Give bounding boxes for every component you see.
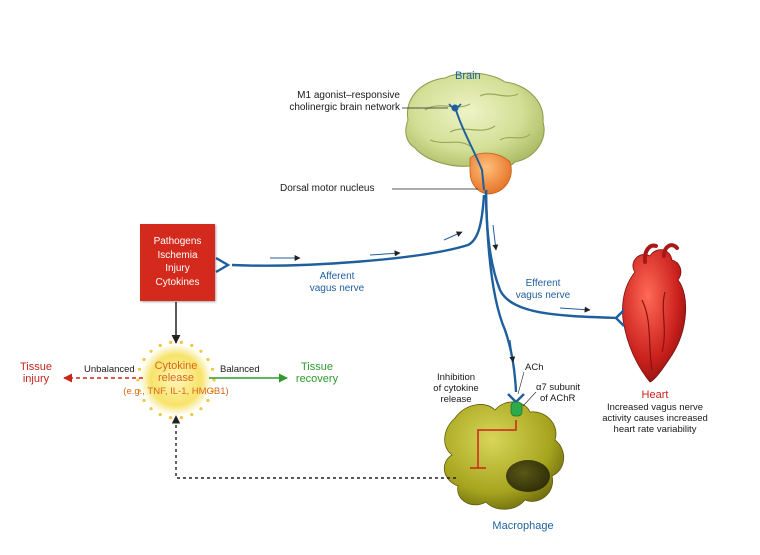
unbalanced-label: Unbalanced [84, 364, 135, 375]
stimulus-cytokines: Cytokines [155, 276, 200, 288]
tissue-recovery-line1: Tissue [301, 361, 333, 373]
cytokine-dot [149, 349, 153, 353]
brain-label: Brain [455, 70, 481, 82]
cytokine-dot [199, 349, 203, 353]
dmn-label: Dorsal motor nucleus [280, 183, 375, 194]
stimulus-injury: Injury [165, 263, 190, 274]
cytokine-label-line2: release [157, 372, 195, 384]
cytokine-dot [137, 367, 142, 371]
ach-label: ACh [525, 362, 544, 373]
a7-leader-line [522, 391, 537, 407]
inhibition-label-line2: of cytokine [433, 383, 479, 394]
balanced-label: Balanced [220, 364, 260, 375]
cytokine-dot [169, 416, 173, 420]
tissue-recovery-line2: recovery [295, 373, 339, 385]
m1-label-line2: cholinergic brain network [289, 102, 400, 113]
cytokine-dot [179, 416, 183, 420]
stimulus-pathogens: Pathogens [153, 236, 202, 247]
stimulus-ischemia: Ischemia [157, 249, 198, 261]
inhibition-feedback-arrow [171, 415, 456, 479]
inhibition-label-line1: Inhibition [436, 372, 476, 383]
a7-label-line1: α7 subunit [536, 382, 581, 393]
heart-caption-line3: heart rate variability [613, 424, 697, 435]
cytokine-examples: (e.g., TNF, IL-1, HMGB1) [123, 386, 229, 397]
afferent-label-line2: vagus nerve [309, 283, 365, 294]
cytokine-dot [210, 389, 215, 393]
cytokine-dot [190, 343, 194, 347]
cytokine-dot [142, 398, 146, 403]
cytokine-label-line1: Cytokine [154, 360, 198, 372]
cytokine-dot [206, 357, 210, 362]
ach-leader-line [517, 371, 525, 395]
inhibition-label-line3: release [440, 394, 472, 405]
macrophage-label: Macrophage [492, 520, 554, 532]
cytokine-dot [190, 413, 194, 417]
a7-receptor [510, 401, 523, 417]
inhibition-bar [470, 420, 517, 469]
brain-neuron-path [448, 103, 485, 191]
m1-label-line1: M1 agonist–responsive [297, 90, 400, 101]
cytokine-dot [199, 407, 203, 411]
brain-illustration [405, 72, 545, 195]
cytokine-dot [136, 378, 140, 382]
a7-label-line2: of AChR [540, 393, 576, 404]
cytokine-glow [136, 340, 216, 420]
cytokine-dot [137, 389, 142, 393]
cytokine-dot [149, 407, 153, 411]
heart-caption-line2: activity causes increased [602, 413, 708, 424]
afferent-label-line1: Afferent [319, 271, 355, 282]
heart-label: Heart [641, 389, 669, 401]
stimulus-box: Pathogens Ischemia Injury Cytokines [140, 224, 215, 301]
cytokine-dot [169, 340, 173, 344]
cytokine-dot [158, 413, 162, 417]
cytokine-dot [158, 343, 162, 347]
cytokine-dot [210, 367, 215, 371]
tissue-injury-line2: injury [22, 373, 50, 385]
efferent-label-line1: Efferent [525, 278, 561, 289]
cytokine-dot [212, 378, 216, 382]
heart-caption-line1: Increased vagus nerve [606, 402, 704, 413]
efferent-vagus-nerve [484, 189, 625, 404]
macrophage-illustration [444, 401, 565, 510]
heart-illustration [622, 243, 687, 383]
cytokine-dot [179, 340, 183, 344]
cytokine-dot [206, 398, 210, 403]
afferent-vagus-nerve [215, 194, 486, 274]
cytokine-dot [142, 357, 146, 362]
efferent-label-line2: vagus nerve [515, 290, 571, 301]
tissue-injury-line1: Tissue [20, 361, 52, 373]
